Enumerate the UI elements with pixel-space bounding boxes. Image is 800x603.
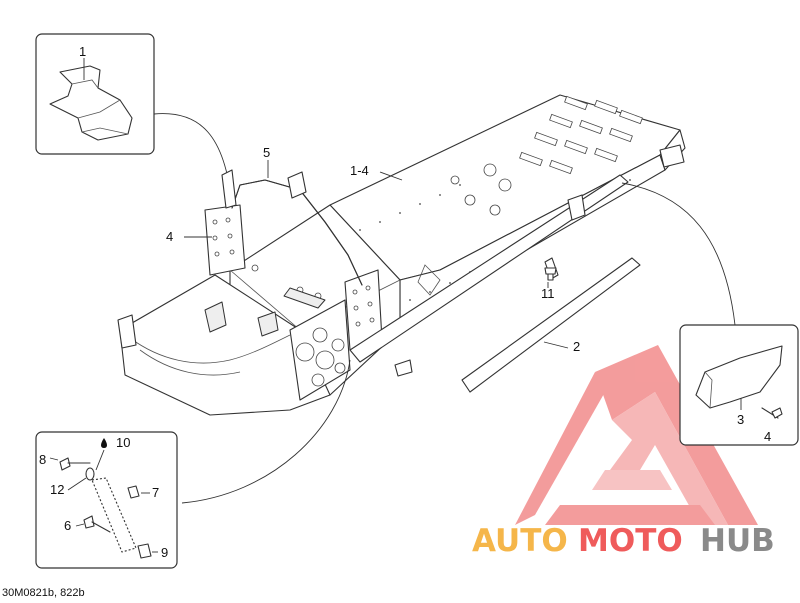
bolt-part-8 bbox=[59, 457, 71, 471]
watermark-hub: HUB bbox=[700, 523, 775, 559]
leader-1-4 bbox=[379, 171, 403, 181]
callout-1: 1 bbox=[79, 44, 86, 59]
front-face-plate bbox=[289, 299, 351, 401]
callout-6: 6 bbox=[64, 518, 71, 533]
watermark-triangle-logo bbox=[515, 345, 758, 525]
bracket-part bbox=[49, 65, 133, 141]
inset-box-parts-3-4 bbox=[679, 324, 799, 446]
leader-inset-3-4 bbox=[621, 182, 736, 326]
front-cradle bbox=[119, 274, 331, 416]
strip-bracket bbox=[91, 477, 137, 553]
side-rail bbox=[349, 174, 629, 363]
deck-slots bbox=[519, 95, 643, 175]
callout-5: 5 bbox=[263, 145, 270, 160]
leader-2 bbox=[543, 341, 569, 349]
part-11-clip bbox=[544, 267, 557, 281]
callout-11: 11 bbox=[541, 286, 555, 301]
left-side-plate bbox=[204, 204, 246, 276]
callout-3: 3 bbox=[737, 412, 744, 427]
figure-reference-code: 30M0821b, 822b bbox=[2, 587, 85, 599]
watermark-wordmark: AUTO MOTO HUB bbox=[472, 523, 775, 559]
callout-12: 12 bbox=[50, 482, 64, 497]
bolt-part-6 bbox=[83, 515, 95, 529]
chassis-frame bbox=[117, 94, 686, 416]
leader-hardware-inset bbox=[181, 359, 351, 504]
nut-part-7 bbox=[127, 485, 140, 499]
callout-4-inset: 4 bbox=[764, 429, 771, 444]
callout-10: 10 bbox=[116, 435, 130, 450]
washer-part-12 bbox=[85, 467, 95, 481]
skid-plate-part-3 bbox=[695, 345, 783, 409]
callout-1-4: 1-4 bbox=[350, 163, 369, 178]
callout-7: 7 bbox=[152, 485, 159, 500]
inset-box-part-1 bbox=[35, 33, 155, 155]
inset-box-hardware bbox=[35, 431, 178, 569]
watermark-moto: MOTO bbox=[578, 523, 683, 559]
callout-4-top: 4 bbox=[166, 229, 173, 244]
nut-part-9 bbox=[137, 543, 152, 559]
callout-8: 8 bbox=[39, 452, 46, 467]
leader-inset-1 bbox=[153, 113, 233, 206]
callout-2: 2 bbox=[573, 339, 580, 354]
callout-9: 9 bbox=[161, 545, 168, 560]
part-2-rail-strip bbox=[461, 257, 641, 393]
loctite-drop-icon bbox=[101, 438, 107, 448]
watermark-auto: AUTO bbox=[472, 523, 568, 559]
